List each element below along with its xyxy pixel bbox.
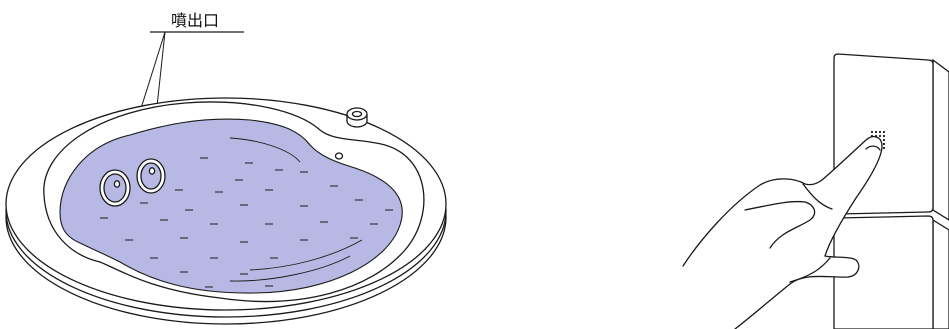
speaker-dot — [883, 143, 885, 145]
jet-outlet-inner — [104, 174, 126, 202]
jet-outlet-inner — [141, 163, 161, 189]
speaker-dot — [883, 135, 885, 137]
speaker-dot — [879, 131, 881, 133]
jet-outlet-label: 噴出口 — [171, 11, 219, 30]
speaker-dot — [883, 147, 885, 149]
bathtub — [6, 98, 446, 324]
jet-outlet-1 — [100, 170, 130, 206]
speaker-dot — [883, 139, 885, 141]
speaker-dot — [875, 131, 877, 133]
panel-upper-side — [933, 60, 949, 220]
jet-outlet-2 — [137, 159, 165, 193]
panel-lower-side — [933, 220, 949, 329]
jet-nozzle — [149, 168, 154, 174]
speaker-dot — [871, 131, 873, 133]
speaker-dot — [879, 135, 881, 137]
speaker-dot — [883, 131, 885, 133]
rim-knob — [347, 108, 367, 127]
jet-nozzle — [114, 181, 119, 187]
overflow-hole — [336, 153, 343, 159]
